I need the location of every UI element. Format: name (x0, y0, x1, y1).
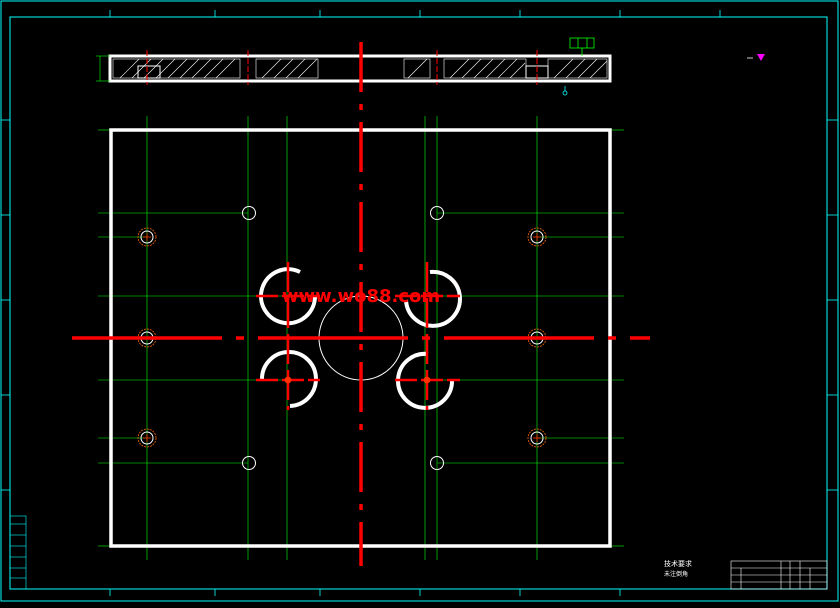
large-holes[interactable] (259, 267, 462, 410)
roughness-symbol-icon (747, 54, 765, 61)
large-hole-top-right (404, 269, 462, 328)
hatch-areas (112, 58, 608, 79)
plan-view[interactable] (72, 42, 650, 566)
revision-table (9, 515, 27, 590)
inner-border (9, 16, 828, 590)
tolerance-frame-icon (569, 37, 595, 56)
centerlines (72, 42, 650, 566)
watermark-text: www.wo88.com (282, 286, 440, 307)
technical-notes: 技术要求 未注倒角 (664, 559, 692, 578)
large-hole-bottom-left (259, 350, 318, 408)
section-view[interactable] (96, 50, 612, 85)
counterbores (137, 65, 549, 79)
title-block (730, 560, 828, 590)
small-hole-crosshairs (143, 233, 541, 442)
note-body: 未注倒角 (664, 570, 688, 578)
small-holes[interactable] (242, 206, 444, 470)
large-hole-top-left (259, 267, 318, 326)
datum-icon (562, 86, 568, 96)
zone-markers (1, 10, 838, 596)
note-title: 技术要求 (664, 559, 692, 568)
hole-centerlines (256, 262, 460, 410)
large-hole-bottom-right (396, 351, 455, 410)
